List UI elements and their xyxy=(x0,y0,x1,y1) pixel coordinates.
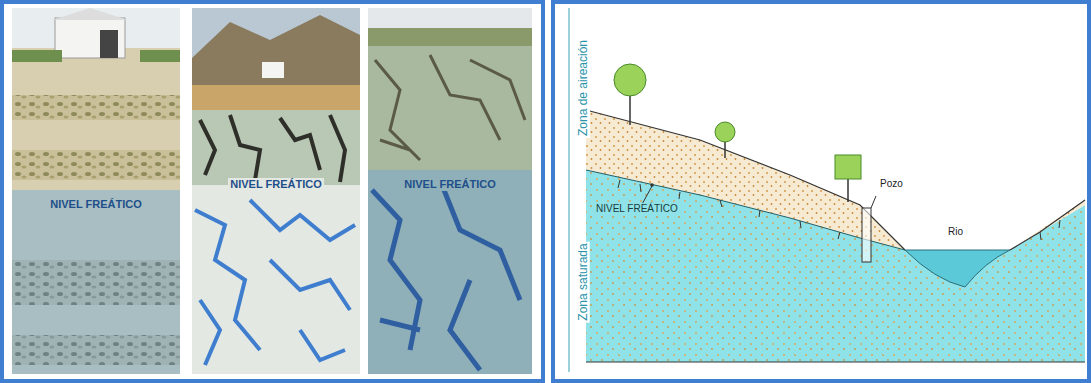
zone-label: Zona saturada xyxy=(576,241,590,322)
zone-label: Zona de aireación xyxy=(576,38,590,138)
water-table-label: NIVEL FREÁTICO xyxy=(228,178,323,191)
river-label: Rio xyxy=(946,226,965,238)
water-table-label: NIVEL FREÁTICO xyxy=(48,198,143,211)
well-label: Pozo xyxy=(878,178,905,190)
water-table-label: NIVEL FREÁTICO xyxy=(402,178,497,191)
water-table-label: NIVEL FREÁTICO xyxy=(594,203,680,215)
